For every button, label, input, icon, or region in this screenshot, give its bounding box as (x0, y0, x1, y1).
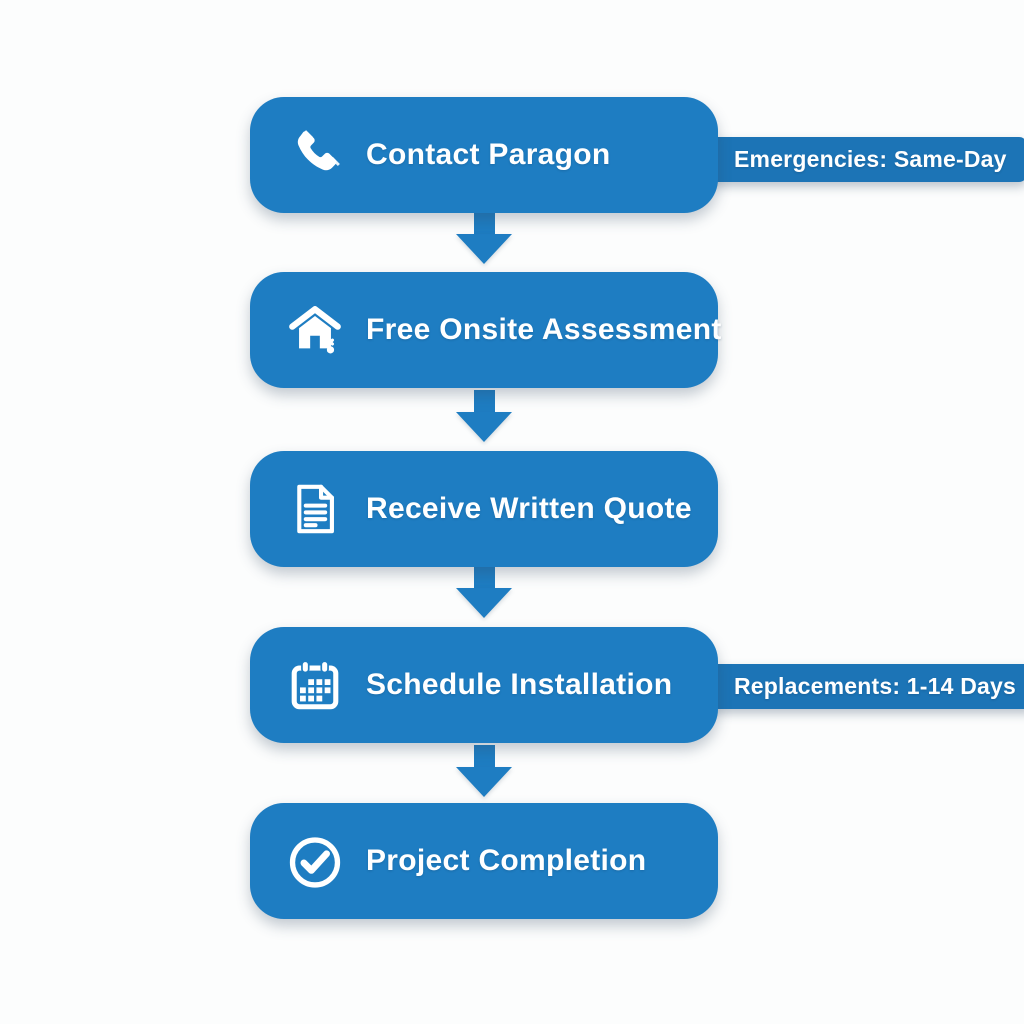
step-label: Receive Written Quote (366, 492, 692, 525)
arrow-down-icon (456, 566, 512, 618)
side-tag-emergencies: Emergencies: Same-Day (710, 137, 1024, 182)
arrow-down-icon (456, 212, 512, 264)
document-icon (286, 480, 344, 538)
step-schedule-installation: Schedule Installation (250, 627, 718, 743)
step-label: Project Completion (366, 844, 647, 877)
step-contact-paragon: Contact Paragon (250, 97, 718, 213)
house-icon (286, 301, 344, 359)
arrow-down-icon (456, 745, 512, 797)
calendar-icon (286, 656, 344, 714)
step-label: Contact Paragon (366, 138, 611, 171)
step-receive-written-quote: Receive Written Quote (250, 451, 718, 567)
check-circle-icon (286, 832, 344, 890)
side-tag-label: Emergencies: Same-Day (734, 146, 1007, 172)
step-label: Schedule Installation (366, 668, 673, 701)
step-free-onsite-assessment: Free Onsite Assessment (250, 272, 721, 388)
side-tag-replacements: Replacements: 1-14 Days (710, 664, 1024, 709)
step-project-completion: Project Completion (250, 803, 718, 919)
step-label: Free Onsite Assessment (366, 313, 722, 346)
phone-icon (286, 126, 344, 184)
arrow-down-icon (456, 390, 512, 442)
side-tag-label: Replacements: 1-14 Days (734, 673, 1017, 699)
